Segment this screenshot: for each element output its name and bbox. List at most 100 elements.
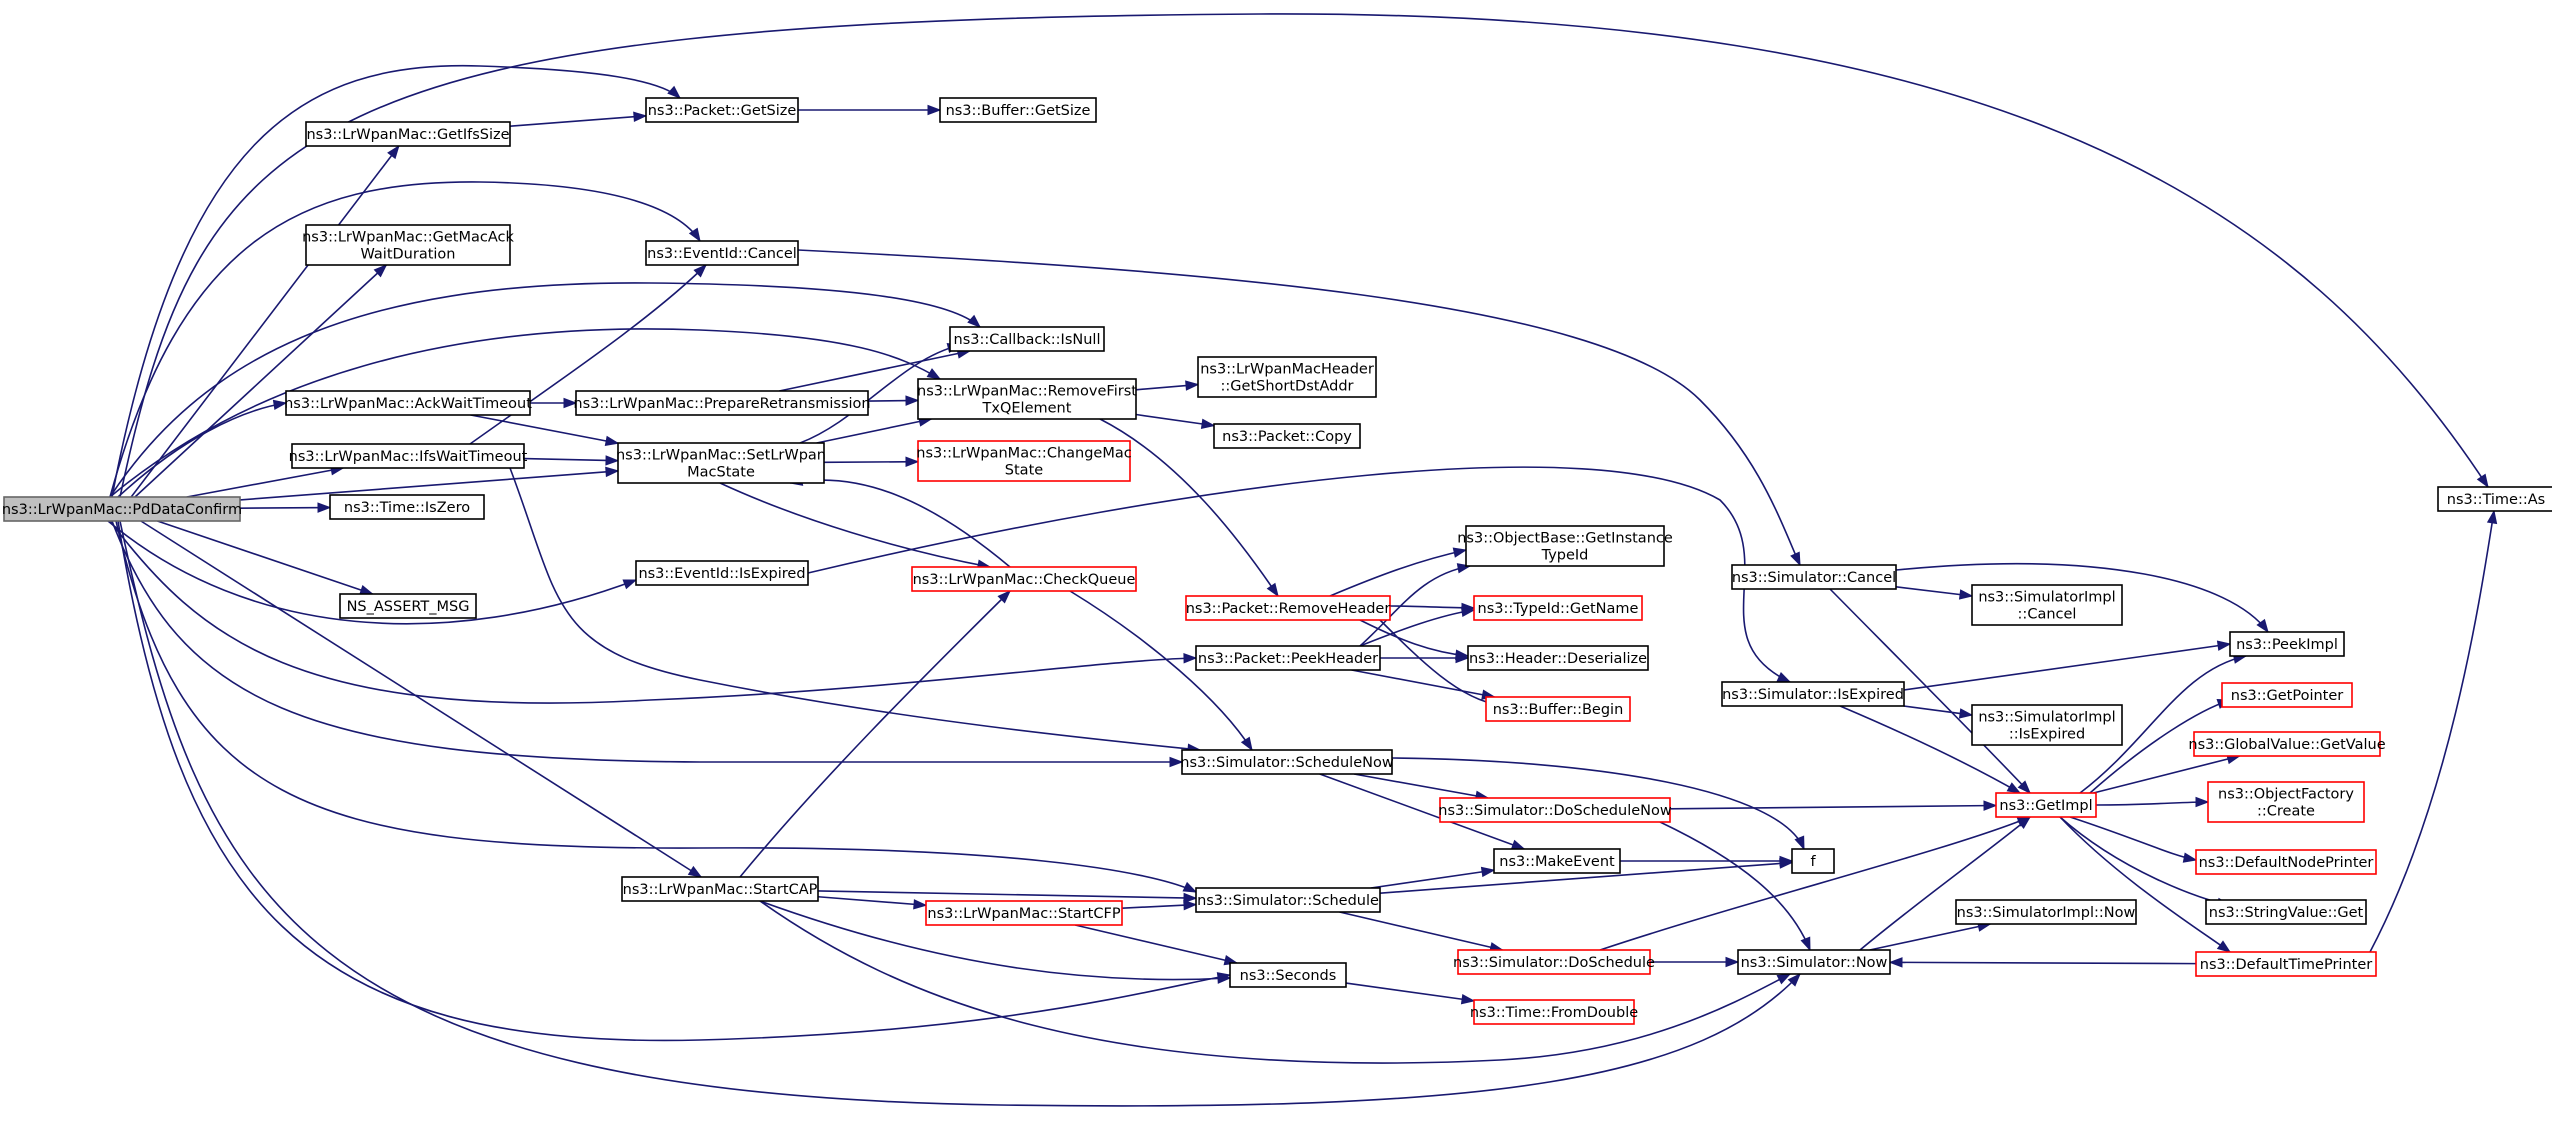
edge-pd-to-evcancel: [109, 181, 701, 498]
node-bufsize[interactable]: ns3::Buffer::GetSize: [939, 97, 1097, 123]
node-bufbegin[interactable]: ns3::Buffer::Begin: [1485, 696, 1631, 722]
edge-arrowhead: [1776, 973, 1792, 985]
node-schednow[interactable]: ns3::Simulator::ScheduleNow: [1180, 749, 1394, 775]
node-implnow[interactable]: ns3::SimulatorImpl::Now: [1955, 899, 2137, 925]
edge-line: [1069, 590, 1253, 751]
node-box: [1229, 962, 1347, 988]
node-simcancel[interactable]: ns3::Simulator::Cancel: [1731, 564, 1897, 590]
edge-arrowhead: [2017, 816, 2032, 829]
edge-arrowhead: [563, 397, 578, 409]
node-peekimpl[interactable]: ns3::PeekImpl: [2229, 631, 2345, 657]
node-box: [1995, 792, 2097, 818]
node-iszero[interactable]: ns3::Time::IsZero: [329, 494, 485, 520]
edge-line: [2059, 816, 2231, 953]
node-label: ns3::StringValue::Get: [2209, 905, 2364, 921]
node-pd[interactable]: ns3::LrWpanMac::PdDataConfirm: [2, 496, 242, 522]
node-box: [1457, 949, 1651, 975]
node-dosched[interactable]: ns3::Simulator::DoSchedule: [1453, 949, 1655, 975]
edge-line: [1903, 643, 2231, 691]
edge-sched-to-makeevent: [1370, 866, 1496, 889]
edge-arrowhead: [905, 395, 920, 406]
node-label: ns3::LrWpanMac::SetLrWpan: [616, 448, 826, 464]
node-peekhdr[interactable]: ns3::Packet::PeekHeader: [1195, 645, 1381, 671]
node-simexp[interactable]: ns3::Simulator::IsExpired: [1721, 681, 1905, 707]
edge-line: [817, 895, 927, 907]
edge-getimpl-to-defnode: [2069, 816, 2198, 863]
edge-startcap-to-startcfp: [817, 895, 928, 910]
node-globalval[interactable]: ns3::GlobalValue::GetValue: [2188, 731, 2386, 757]
node-box: [617, 442, 825, 484]
node-assert[interactable]: NS_ASSERT_MSG: [339, 593, 477, 619]
node-box: [1721, 681, 1905, 707]
edge-arrowhead: [1888, 957, 1903, 968]
node-isnull[interactable]: ns3::Callback::IsNull: [949, 326, 1105, 352]
edge-line: [509, 467, 1201, 751]
node-box: [1473, 595, 1643, 621]
edge-arrowhead: [1790, 551, 1801, 567]
node-label: ns3::LrWpanMac::GetMacAck: [302, 230, 514, 246]
edge-simexp-to-implexp: [1903, 705, 1974, 719]
node-defnode[interactable]: ns3::DefaultNodePrinter: [2195, 849, 2377, 875]
node-box: [1439, 797, 1671, 823]
edge-ackwait-to-setstate: [470, 414, 620, 447]
edge-getimpl-to-objfactory: [2095, 796, 2210, 808]
edge-line: [1391, 757, 1805, 850]
node-macheader[interactable]: ns3::LrWpanMacHeader::GetShortDstAddr: [1197, 356, 1377, 398]
edge-startcfp-to-seconds: [1074, 924, 1239, 966]
node-implexp[interactable]: ns3::SimulatorImpl::IsExpired: [1971, 704, 2123, 746]
edge-arrowhead: [1958, 708, 1974, 719]
edge-line: [1370, 869, 1495, 889]
edge-arrowhead: [667, 85, 682, 99]
node-objfactory[interactable]: ns3::ObjectFactory::Create: [2207, 781, 2365, 823]
edge-arrowhead: [1779, 855, 1794, 867]
node-label: ns3::EventId::IsExpired: [638, 566, 805, 582]
node-evcancel[interactable]: ns3::EventId::Cancel: [645, 240, 799, 266]
node-deser[interactable]: ns3::Header::Deserialize: [1467, 645, 1649, 671]
node-pktcopy[interactable]: ns3::Packet::Copy: [1213, 423, 1361, 449]
node-startcap[interactable]: ns3::LrWpanMac::StartCAP: [621, 876, 819, 902]
node-makeevent[interactable]: ns3::MakeEvent: [1493, 848, 1621, 874]
node-ifswait[interactable]: ns3::LrWpanMac::IfsWaitTimeout: [289, 443, 528, 469]
node-label: f: [1810, 854, 1816, 870]
edge-line: [816, 418, 932, 444]
node-timeas[interactable]: ns3::Time::As: [2437, 486, 2552, 512]
node-box: [291, 443, 525, 469]
node-ifs[interactable]: ns3::LrWpanMac::GetIfsSize: [305, 121, 511, 147]
node-ackwait[interactable]: ns3::LrWpanMac::AckWaitTimeout: [284, 390, 532, 416]
node-getimpl[interactable]: ns3::GetImpl: [1995, 792, 2097, 818]
node-evexp[interactable]: ns3::EventId::IsExpired: [635, 560, 809, 586]
node-seconds[interactable]: ns3::Seconds: [1229, 962, 1347, 988]
edge-line: [1319, 773, 1525, 850]
node-label: ns3::Simulator::Cancel: [1732, 570, 1896, 586]
node-removehdr[interactable]: ns3::Packet::RemoveHeader: [1185, 595, 1391, 621]
edge-line: [109, 282, 981, 498]
node-typeid[interactable]: ns3::TypeId::GetName: [1473, 595, 1643, 621]
node-checkq[interactable]: ns3::LrWpanMac::CheckQueue: [911, 566, 1137, 592]
node-box: [1465, 525, 1665, 567]
node-implcancel[interactable]: ns3::SimulatorImpl::Cancel: [1971, 584, 2123, 626]
node-pktsize[interactable]: ns3::Packet::GetSize: [645, 97, 799, 123]
edge-arrowhead: [2216, 640, 2232, 651]
node-simnow[interactable]: ns3::Simulator::Now: [1737, 949, 1891, 975]
edge-line: [157, 520, 373, 595]
node-strval[interactable]: ns3::StringValue::Get: [2205, 899, 2367, 925]
edge-removefirst-to-removehdr: [1099, 418, 1279, 598]
node-getptr[interactable]: ns3::GetPointer: [2221, 682, 2353, 708]
edge-checkq-to-schednow: [1069, 590, 1253, 752]
edge-line: [470, 414, 619, 445]
node-label: ns3::LrWpanMac::ChangeMac: [916, 446, 1131, 462]
node-deftime[interactable]: ns3::DefaultTimePrinter: [2195, 951, 2377, 977]
node-dosched_now[interactable]: ns3::Simulator::DoScheduleNow: [1438, 797, 1672, 823]
node-fromdouble[interactable]: ns3::Time::FromDouble: [1470, 999, 1638, 1025]
node-sched[interactable]: ns3::Simulator::Schedule: [1195, 887, 1381, 913]
node-startcfp[interactable]: ns3::LrWpanMac::StartCFP: [925, 900, 1123, 926]
node-f[interactable]: f: [1791, 848, 1835, 874]
node-prepare[interactable]: ns3::LrWpanMac::PrepareRetransmission: [573, 390, 871, 416]
edge-line: [523, 457, 619, 462]
edge-startcap-to-sched: [817, 890, 1198, 904]
